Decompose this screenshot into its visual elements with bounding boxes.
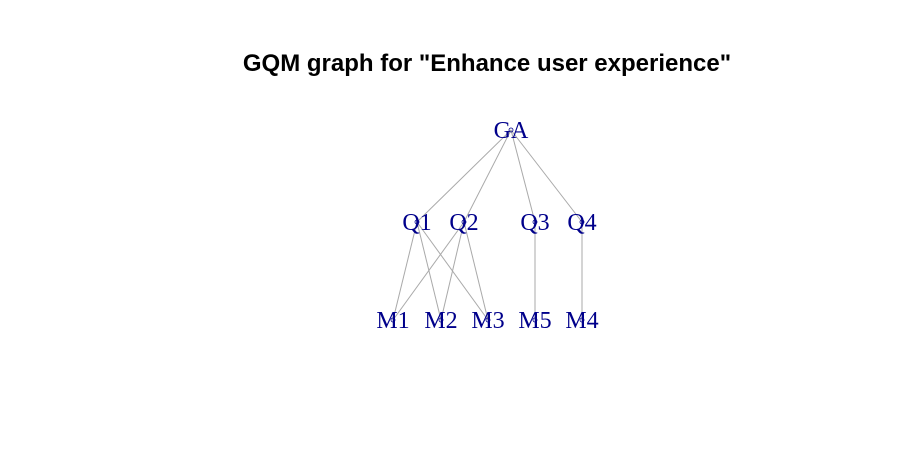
node-label-m5: M5 bbox=[518, 308, 551, 334]
edge-q2-m2 bbox=[440, 221, 465, 321]
node-label-m4: M4 bbox=[565, 308, 598, 334]
edge-ga-q1 bbox=[416, 129, 512, 223]
node-label-q1: Q1 bbox=[402, 210, 431, 236]
graph-title: GQM graph for "Enhance user experience" bbox=[243, 50, 731, 77]
node-label-m3: M3 bbox=[471, 308, 504, 334]
node-label-q4: Q4 bbox=[567, 210, 596, 236]
node-marker-m5 bbox=[532, 317, 538, 323]
edges bbox=[392, 129, 583, 321]
node-marker-ga bbox=[508, 127, 514, 133]
node-label-m2: M2 bbox=[424, 308, 457, 334]
edge-ga-q2 bbox=[463, 129, 512, 223]
edge-ga-q4 bbox=[510, 129, 583, 223]
node-label-ga: GA bbox=[494, 118, 529, 144]
node-label-m1: M1 bbox=[376, 308, 409, 334]
edge-q2-m3 bbox=[463, 221, 489, 321]
node-marker-q3 bbox=[532, 219, 538, 225]
node-label-q2: Q2 bbox=[449, 210, 478, 236]
node-marker-q1 bbox=[414, 219, 420, 225]
node-marker-m4 bbox=[579, 317, 585, 323]
node-marker-m3 bbox=[485, 317, 491, 323]
edge-q1-m1 bbox=[392, 221, 418, 321]
node-marker-q4 bbox=[579, 219, 585, 225]
edge-q2-m1 bbox=[392, 221, 465, 321]
edge-ga-q3 bbox=[510, 129, 536, 223]
node-marker-m1 bbox=[390, 317, 396, 323]
node-marker-m2 bbox=[438, 317, 444, 323]
node-label-q3: Q3 bbox=[520, 210, 549, 236]
node-marker-q2 bbox=[461, 219, 467, 225]
